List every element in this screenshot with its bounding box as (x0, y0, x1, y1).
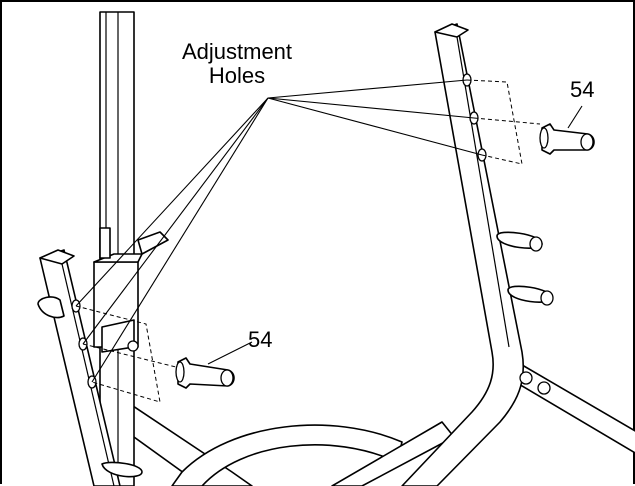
adjustment-holes-label: Adjustment Holes (181, 39, 293, 89)
center-upright-post (93, 11, 169, 486)
pin-54-upper (539, 105, 595, 155)
part-number-54-upper-label: 54 (570, 77, 595, 102)
right-frame-tube (401, 23, 554, 486)
adjustment-holes-leader-lines (75, 79, 483, 383)
left-frame-tube (37, 249, 143, 486)
pin-54-lower (175, 341, 253, 389)
part-number-54-lower-label: 54 (248, 327, 273, 352)
